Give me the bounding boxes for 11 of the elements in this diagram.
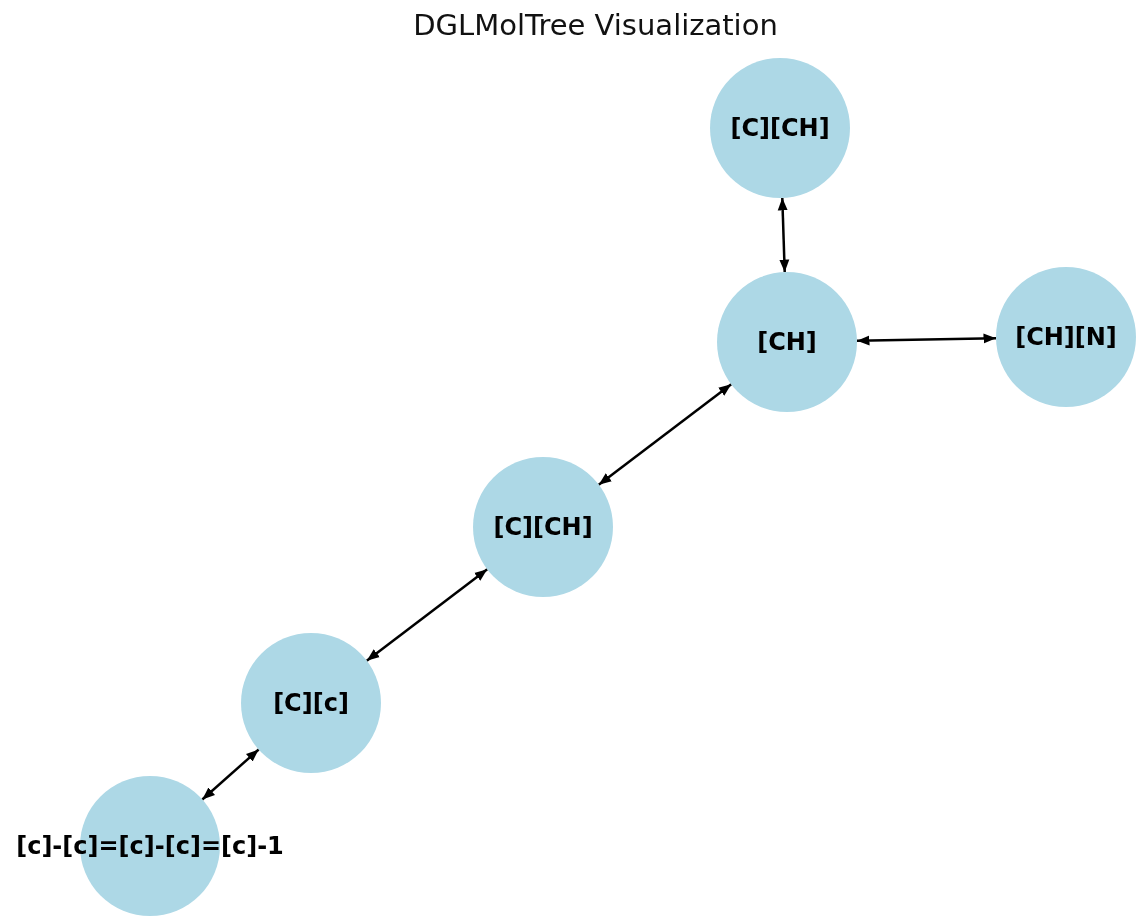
double-arrow — [598, 383, 732, 486]
node-label: [C][c] — [273, 689, 349, 717]
double-arrow — [777, 197, 790, 273]
node-label: [C][CH] — [730, 114, 830, 142]
node-label: [CH][N] — [1015, 323, 1117, 351]
diagram-title: DGLMolTree Visualization — [412, 8, 779, 42]
double-arrow — [366, 568, 488, 662]
node-label: [C][CH] — [493, 513, 593, 541]
node-label: [CH] — [757, 328, 817, 356]
double-arrow — [856, 333, 997, 346]
node-label: [c]-[c]=[c]-[c]=[c]-1 — [16, 832, 284, 860]
